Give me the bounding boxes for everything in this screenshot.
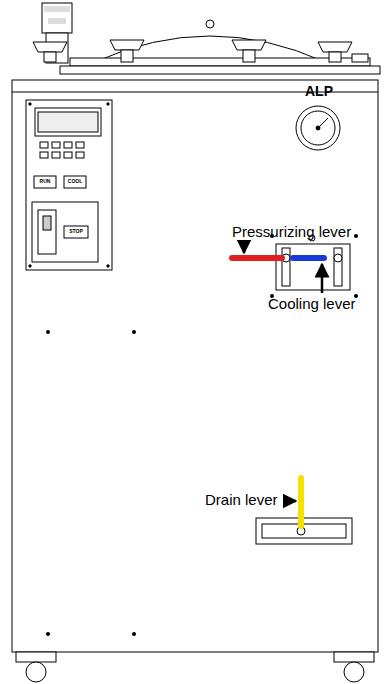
gauge-label: ALP xyxy=(305,84,333,99)
part-label: Pressurizing lever xyxy=(232,224,351,241)
button-label: RUN xyxy=(40,179,51,185)
button-label: STOP xyxy=(69,229,83,235)
drain-lever xyxy=(298,478,304,526)
cooling-lever xyxy=(293,255,324,261)
button-label: COOL xyxy=(68,179,82,185)
part-label: Drain lever xyxy=(205,492,278,509)
part-label: Cooling lever xyxy=(268,296,356,313)
pressurizing-lever xyxy=(232,255,282,261)
